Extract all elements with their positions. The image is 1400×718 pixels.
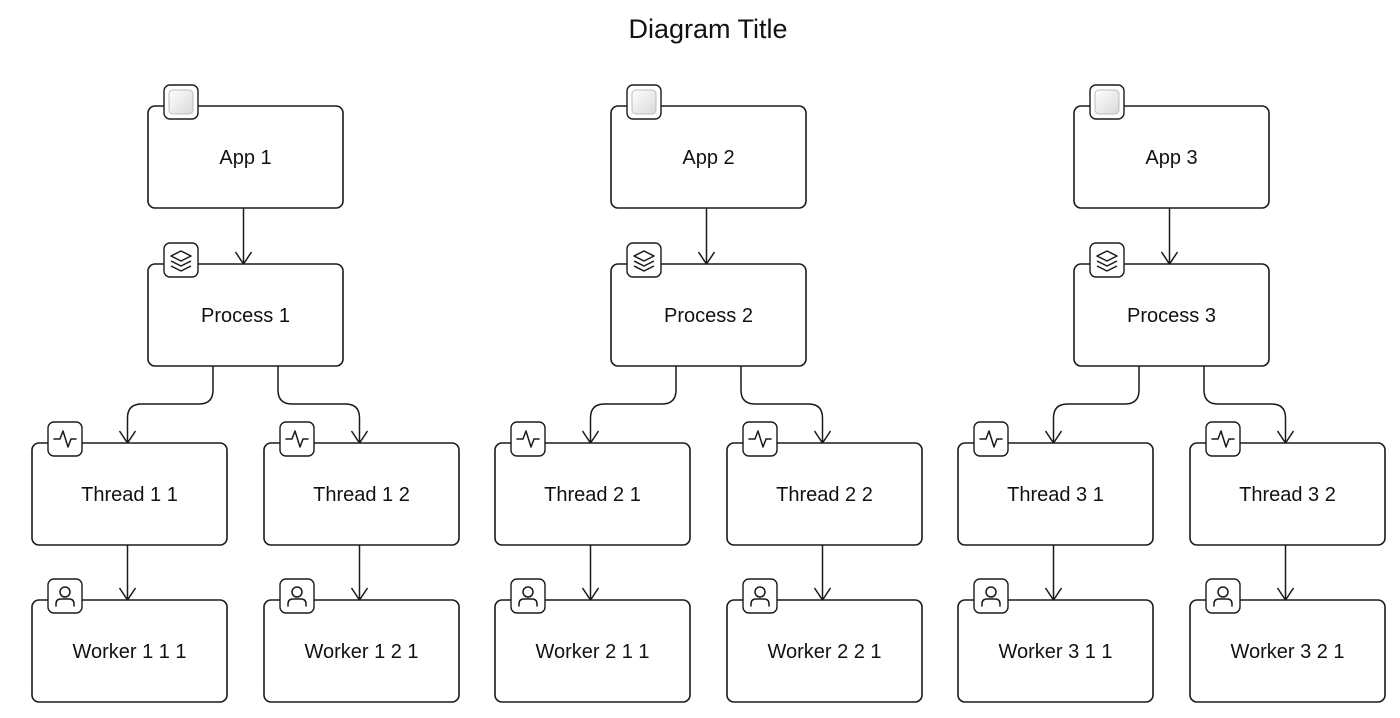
- edge-process-2-to-thread-2-1: [581, 366, 677, 445]
- app-window-icon: [1089, 84, 1125, 120]
- app-1-node-label: App 1: [219, 147, 271, 169]
- app-3-node-label: App 3: [1145, 147, 1197, 169]
- diagram-title: Diagram Title: [628, 14, 787, 44]
- process-1-node-label: Process 1: [201, 305, 290, 327]
- thread-2-2-node[interactable]: Thread 2 2: [726, 421, 923, 546]
- user-icon: [279, 578, 315, 614]
- user-icon: [742, 578, 778, 614]
- worker-1-2-1-node[interactable]: Worker 1 2 1: [263, 578, 460, 703]
- app-3-node[interactable]: App 3: [1073, 84, 1270, 209]
- worker-3-1-1-node-label: Worker 3 1 1: [998, 641, 1112, 663]
- edge-process-3-to-thread-3-1: [1044, 366, 1140, 445]
- worker-3-1-1-node[interactable]: Worker 3 1 1: [957, 578, 1154, 703]
- app-1-node[interactable]: App 1: [147, 84, 344, 209]
- activity-icon: [510, 421, 546, 457]
- app-window-icon: [163, 84, 199, 120]
- process-2-node[interactable]: Process 2: [610, 242, 807, 367]
- activity-icon: [279, 421, 315, 457]
- worker-2-1-1-node[interactable]: Worker 2 1 1: [494, 578, 691, 703]
- thread-3-2-node-label: Thread 3 2: [1239, 484, 1336, 506]
- activity-icon: [973, 421, 1009, 457]
- user-icon: [973, 578, 1009, 614]
- app-2-node[interactable]: App 2: [610, 84, 807, 209]
- process-3-node[interactable]: Process 3: [1073, 242, 1270, 367]
- worker-2-1-1-node-label: Worker 2 1 1: [535, 641, 649, 663]
- edge-app-2-to-process-2: [697, 208, 716, 266]
- thread-2-1-node-label: Thread 2 1: [544, 484, 641, 506]
- user-icon: [510, 578, 546, 614]
- worker-3-2-1-node[interactable]: Worker 3 2 1: [1189, 578, 1386, 703]
- thread-1-1-node[interactable]: Thread 1 1: [31, 421, 228, 546]
- edge-app-1-to-process-1: [234, 208, 253, 266]
- process-1-node[interactable]: Process 1: [147, 242, 344, 367]
- edge-thread-2-2-to-worker-2-2-1: [813, 545, 832, 602]
- connectors: [118, 208, 1295, 602]
- worker-2-2-1-node[interactable]: Worker 2 2 1: [726, 578, 923, 703]
- edge-process-1-to-thread-1-1: [118, 366, 214, 445]
- thread-1-2-node[interactable]: Thread 1 2: [263, 421, 460, 546]
- edge-app-3-to-process-3: [1160, 208, 1179, 266]
- worker-3-2-1-node-label: Worker 3 2 1: [1230, 641, 1344, 663]
- worker-2-2-1-node-label: Worker 2 2 1: [767, 641, 881, 663]
- layers-icon: [163, 242, 199, 278]
- worker-1-1-1-node-label: Worker 1 1 1: [72, 641, 186, 663]
- user-icon: [1205, 578, 1241, 614]
- activity-icon: [1205, 421, 1241, 457]
- app-window-icon: [626, 84, 662, 120]
- process-2-node-label: Process 2: [664, 305, 753, 327]
- activity-icon: [742, 421, 778, 457]
- edge-thread-2-1-to-worker-2-1-1: [581, 545, 600, 602]
- process-3-node-label: Process 3: [1127, 305, 1216, 327]
- activity-icon: [47, 421, 83, 457]
- thread-1-1-node-label: Thread 1 1: [81, 484, 178, 506]
- edge-thread-3-1-to-worker-3-1-1: [1044, 545, 1063, 602]
- thread-2-1-node[interactable]: Thread 2 1: [494, 421, 691, 546]
- user-icon: [47, 578, 83, 614]
- thread-1-2-node-label: Thread 1 2: [313, 484, 410, 506]
- thread-2-2-node-label: Thread 2 2: [776, 484, 873, 506]
- worker-1-1-1-node[interactable]: Worker 1 1 1: [31, 578, 228, 703]
- edge-thread-1-1-to-worker-1-1-1: [118, 545, 137, 602]
- thread-3-2-node[interactable]: Thread 3 2: [1189, 421, 1386, 546]
- nodes: App 1 Process 1 Thread 1 1 Worker 1 1 1 Thre…: [31, 84, 1386, 703]
- edge-thread-3-2-to-worker-3-2-1: [1276, 545, 1295, 602]
- thread-3-1-node[interactable]: Thread 3 1: [957, 421, 1154, 546]
- worker-1-2-1-node-label: Worker 1 2 1: [304, 641, 418, 663]
- edge-thread-1-2-to-worker-1-2-1: [350, 545, 369, 602]
- thread-3-1-node-label: Thread 3 1: [1007, 484, 1104, 506]
- layers-icon: [1089, 242, 1125, 278]
- app-2-node-label: App 2: [682, 147, 734, 169]
- layers-icon: [626, 242, 662, 278]
